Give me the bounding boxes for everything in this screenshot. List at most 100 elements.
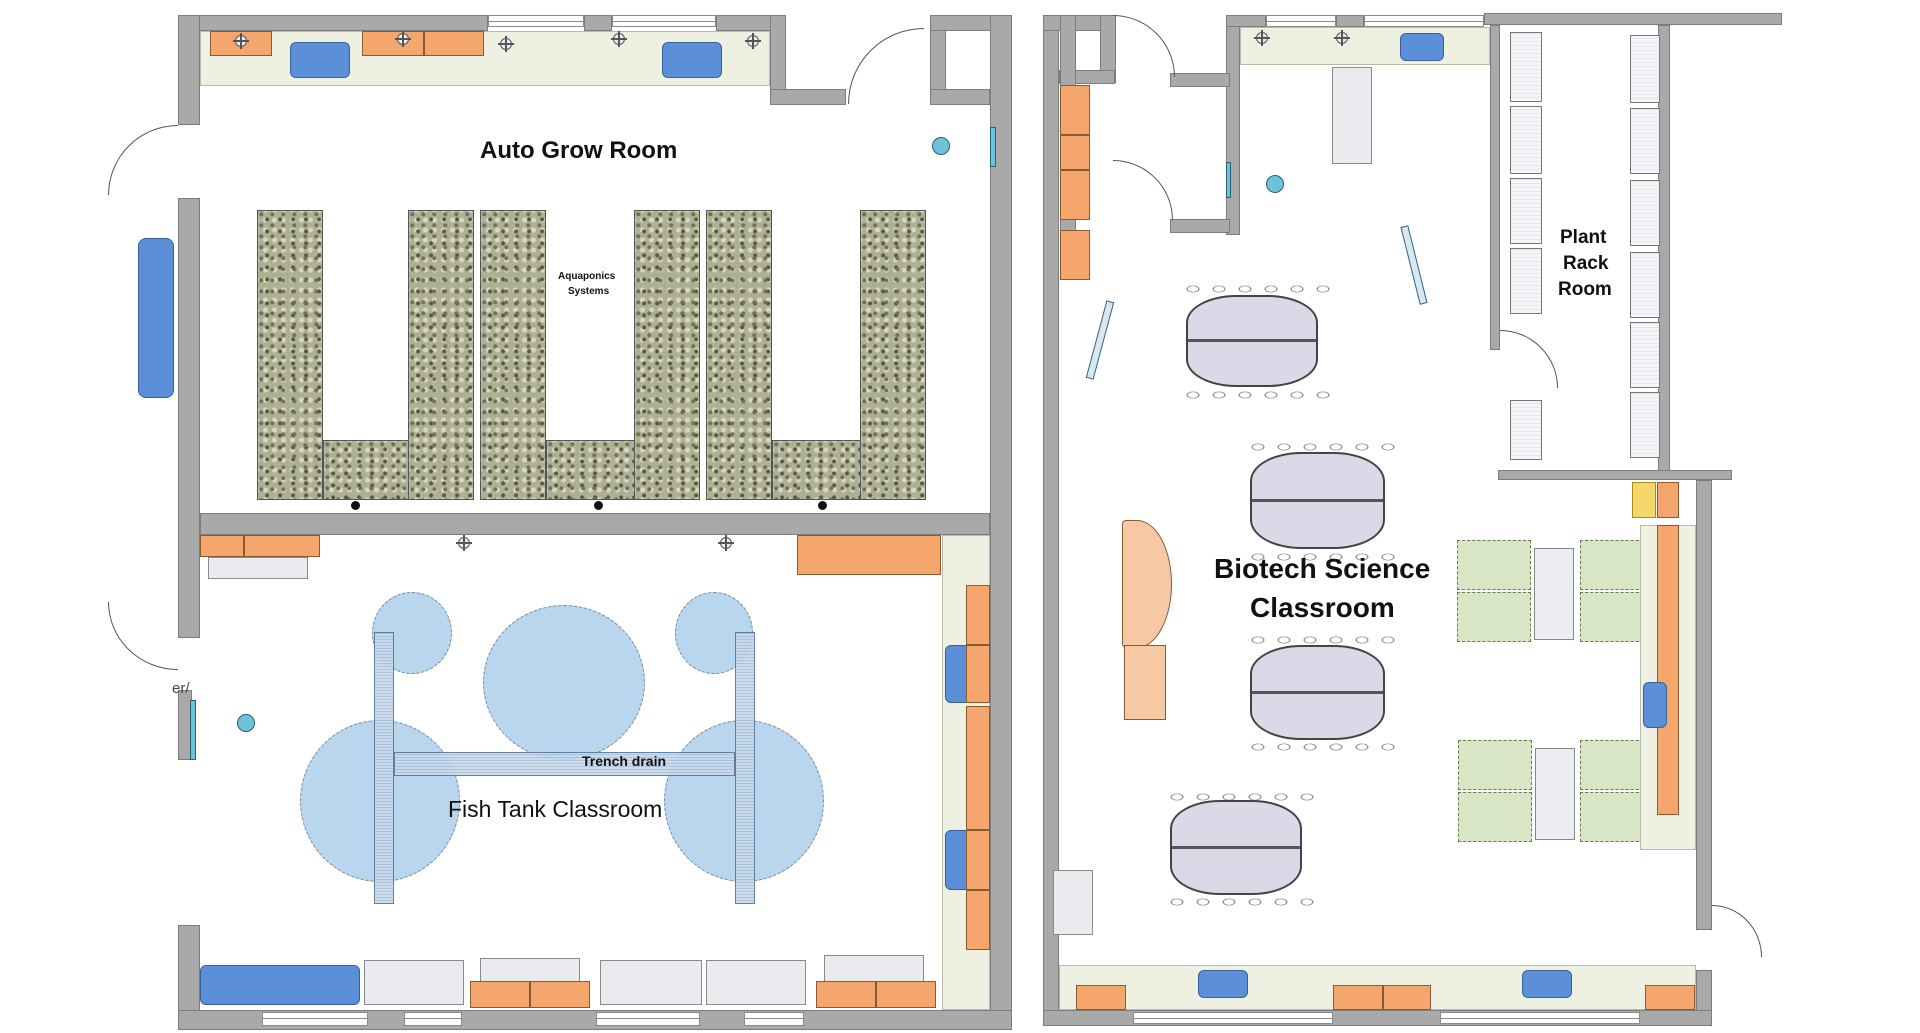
plant-rack-7 — [1630, 108, 1660, 174]
cabinet-east-1 — [966, 585, 990, 645]
wall-right-left-building — [990, 15, 1012, 1030]
cabinet-south-biotech-2 — [1333, 985, 1383, 1010]
bench-south-1 — [364, 960, 464, 1005]
drain-point-icon — [594, 501, 603, 510]
cabinet-south-biotech-1 — [1076, 985, 1126, 1010]
room-label-biotech-2: Classroom — [1250, 592, 1395, 623]
chairs-table-2-bottom — [1245, 550, 1395, 564]
cabinet-fish-ne — [797, 535, 941, 575]
aquaponics-system-3-left — [706, 210, 772, 500]
door-corridor[interactable] — [1113, 160, 1173, 220]
aquaponics-system-1-base — [323, 440, 411, 500]
rolling-cart-2[interactable] — [1400, 225, 1428, 305]
wall-top-right-d — [1484, 13, 1782, 25]
door-auto-grow-west[interactable] — [108, 125, 178, 195]
plant-rack-8 — [1630, 180, 1660, 246]
aquaponics-system-3-base — [772, 440, 862, 500]
sink-south-double — [200, 965, 360, 1005]
wall-corridor-mid-1 — [1170, 73, 1230, 87]
outlet-icon — [1334, 30, 1350, 46]
window-bottom-2 — [404, 1012, 462, 1026]
wall-plant-rack-west — [1490, 25, 1500, 350]
room-label-biotech-1: Biotech Science — [1214, 553, 1431, 584]
plant-rack-2 — [1510, 106, 1542, 174]
outlet-icon — [718, 535, 734, 551]
aquaponics-system-2-right — [634, 210, 700, 500]
aquaponics-system-1-right — [408, 210, 474, 500]
oval-table-1 — [1186, 295, 1318, 387]
cabinet-corridor-3 — [1060, 170, 1090, 220]
trench-drain-east — [735, 632, 755, 904]
drain-point-icon — [818, 501, 827, 510]
plant-rack-1 — [1510, 32, 1542, 102]
room-label-plant-rack-3: Room — [1558, 279, 1612, 300]
outlet-icon — [395, 31, 411, 47]
sink-1 — [290, 42, 350, 78]
room-label-plant-rack-2: Rack — [1563, 253, 1609, 274]
aquaponics-system-3-right — [860, 210, 926, 500]
cabinet-fish-nw-2 — [244, 535, 320, 557]
wall-panel — [1226, 162, 1231, 198]
wall-left-b — [178, 198, 200, 638]
chairs-table-2-top — [1245, 440, 1395, 454]
sink-south-biotech-1 — [1198, 970, 1248, 998]
teacher-station-top — [1122, 520, 1172, 648]
plant-rack-5 — [1510, 400, 1542, 460]
floor-drain-icon — [237, 714, 255, 732]
cabinet-3 — [424, 31, 484, 56]
door-fish-tank-west[interactable] — [108, 602, 178, 670]
room-label-auto-grow: Auto Grow Room — [480, 137, 678, 164]
bench-fish-nw — [208, 557, 308, 579]
teacher-station-bottom — [1124, 645, 1166, 720]
plant-rack-3 — [1510, 178, 1542, 244]
cabinet-east-3 — [966, 706, 990, 830]
plant-rack-11 — [1630, 392, 1660, 458]
door-biotech-east[interactable] — [1712, 905, 1762, 957]
wall-panel — [190, 700, 196, 760]
center-table-1 — [1534, 548, 1574, 640]
cabinet-south-4 — [876, 981, 936, 1008]
door-plant-rack[interactable] — [1500, 330, 1558, 388]
cabinet-corridor-4 — [1060, 230, 1090, 280]
window-bottom-1 — [262, 1012, 368, 1026]
cabinet-east-biotech-0 — [1657, 482, 1679, 518]
chairs-table-1-bottom — [1180, 388, 1330, 402]
west-wall-sink — [138, 238, 174, 398]
window-top-1 — [488, 15, 584, 27]
bench-south-3 — [600, 960, 702, 1005]
aquaponics-system-2-left — [480, 210, 546, 500]
window-top-2 — [612, 15, 716, 27]
cabinet-east-4 — [966, 830, 990, 890]
plant-rack-6 — [1630, 35, 1660, 103]
cabinet-south-1 — [470, 981, 530, 1008]
cabinet-fish-nw-1 — [200, 535, 244, 557]
room-label-fish-tank: Fish Tank Classroom — [448, 796, 663, 822]
window-bottom-right-1 — [1133, 1012, 1333, 1024]
cabinet-corridor-2 — [1060, 135, 1090, 170]
rolling-cart-1[interactable] — [1085, 300, 1115, 380]
floor-drain-icon — [932, 137, 950, 155]
sink-east-biotech — [1643, 682, 1667, 728]
cabinet-south-3 — [816, 981, 876, 1008]
partial-label: er/ — [172, 680, 190, 697]
wall-closet-bottom — [930, 89, 990, 105]
outlet-icon — [1254, 30, 1270, 46]
sink-north-biotech — [1400, 33, 1444, 61]
wall-top-left-b — [584, 15, 612, 31]
green-desk-cluster-3a — [1458, 740, 1532, 790]
wall-top-right-b — [1226, 15, 1266, 27]
center-table-2 — [1535, 748, 1575, 840]
sink-south-biotech-2 — [1522, 970, 1572, 998]
oval-table-2 — [1250, 452, 1385, 549]
door-north-closet[interactable] — [848, 28, 924, 104]
fish-tank-center — [483, 605, 645, 760]
chairs-table-3-top — [1245, 633, 1395, 647]
wall-corridor-right — [1226, 15, 1240, 235]
side-cart — [1053, 870, 1093, 935]
wall-top-left-a — [178, 15, 488, 31]
plant-rack-10 — [1630, 322, 1660, 388]
trench-drain-label: Trench drain — [582, 753, 667, 769]
room-label-plant-rack-1: Plant — [1560, 227, 1607, 248]
trench-drain-west — [374, 632, 394, 904]
door-right-nw[interactable] — [1113, 15, 1175, 77]
